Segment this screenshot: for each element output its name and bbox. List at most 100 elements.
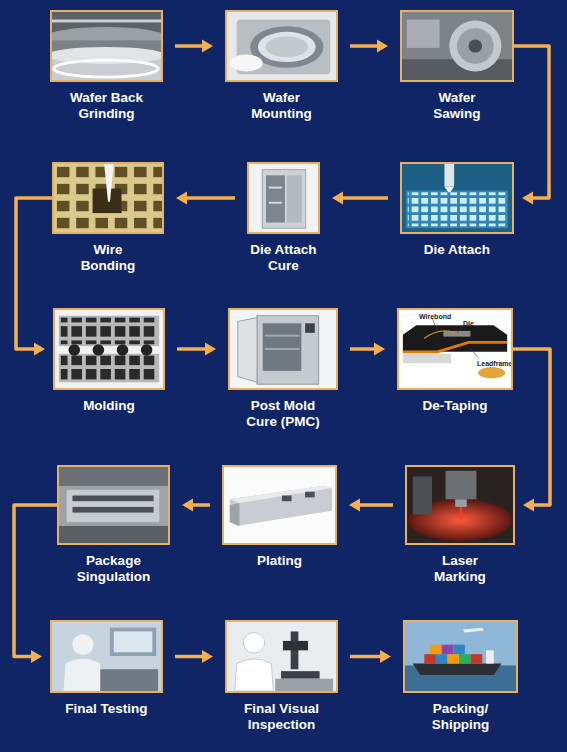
image-frame — [57, 465, 170, 545]
illustration-detail — [59, 354, 159, 383]
de-taping-illustration — [399, 310, 511, 388]
arrow-head — [380, 650, 391, 663]
illustration-detail — [52, 12, 161, 80]
plating-illustration — [224, 467, 335, 543]
arrow-head — [377, 40, 388, 53]
illustration-detail — [265, 348, 300, 350]
illustration-detail — [230, 486, 332, 526]
illustration-detail — [227, 622, 336, 691]
illustration-detail — [469, 346, 479, 357]
illustration-detail — [457, 28, 494, 64]
sawing-illustration — [402, 12, 512, 80]
arrow-line — [358, 503, 393, 507]
flow-arrow — [175, 40, 213, 53]
illustration-detail — [265, 335, 300, 337]
flow-arrow — [332, 192, 388, 205]
image-frame — [53, 308, 165, 390]
illustration-detail — [61, 356, 157, 381]
step-caption: Package Singulation — [64, 553, 164, 585]
illustration-detail — [262, 170, 305, 229]
visual-inspection-illustration — [227, 622, 336, 691]
singulation-illustration — [59, 467, 168, 543]
illustration-detail — [230, 486, 332, 503]
illustration-detail — [61, 318, 157, 345]
illustration-detail — [59, 467, 168, 543]
illustration-detail — [424, 331, 455, 339]
flow-arrow — [349, 499, 393, 512]
illustration-detail — [430, 645, 442, 654]
image-frame — [400, 162, 514, 234]
arrow-line — [185, 196, 235, 200]
arrow-line — [513, 349, 550, 505]
arrow-head — [202, 650, 213, 663]
illustration-detail — [117, 344, 129, 355]
arrow-line — [350, 655, 382, 659]
image-frame — [222, 465, 337, 545]
arrow-line — [175, 655, 204, 659]
illustration-detail — [413, 477, 432, 515]
illustration-detail — [460, 507, 462, 520]
illustration-detail — [424, 654, 436, 663]
illustration-detail — [469, 39, 483, 52]
illustration-detail — [59, 316, 159, 346]
illustration-detail — [442, 645, 454, 654]
cure-oven-illustration — [249, 164, 318, 232]
process-step: Plating — [222, 465, 337, 545]
illustration-detail — [406, 190, 508, 228]
illustration-detail — [282, 496, 292, 502]
image-frame — [225, 10, 338, 82]
illustration-detail — [54, 60, 158, 77]
illustration-detail — [110, 628, 156, 656]
illustration-detail — [402, 164, 512, 232]
step-caption: Wire Bonding — [68, 242, 148, 274]
step-caption: Final Visual Inspection — [232, 701, 332, 733]
step-caption: Die Attach Cure — [239, 242, 329, 274]
process-step: Wafer Mounting — [225, 10, 338, 82]
arrow-line — [341, 196, 388, 200]
illustration-detail — [230, 55, 263, 72]
step-caption: Molding — [44, 398, 174, 414]
wire-bonding-illustration — [54, 164, 162, 232]
illustration-detail — [249, 164, 318, 232]
illustration-detail — [93, 344, 105, 355]
image-frame — [52, 162, 164, 234]
illustration-detail — [114, 631, 153, 652]
illustration-detail — [275, 679, 333, 691]
arrow-head — [202, 40, 213, 53]
laser-marking-illustration — [407, 467, 513, 543]
illustration-detail — [55, 310, 163, 388]
illustration-detail — [407, 467, 513, 543]
arrow-head — [522, 192, 533, 205]
illustration-detail — [405, 622, 516, 691]
part-label: Leadframe — [477, 360, 512, 367]
flow-arrow — [182, 499, 210, 512]
process-step: Wire Bonding — [52, 162, 164, 234]
process-step: Die Attach — [400, 162, 514, 234]
step-caption: De-Taping — [390, 398, 520, 414]
step-caption: Packing/ Shipping — [421, 701, 501, 733]
illustration-detail — [457, 327, 463, 333]
arrow-head — [176, 192, 187, 205]
pmc-oven-illustration — [230, 310, 336, 388]
arrow-head — [374, 343, 385, 356]
illustration-detail — [399, 310, 511, 388]
step-caption: Post Mold Cure (PMC) — [236, 398, 331, 430]
mounting-illustration — [227, 12, 336, 80]
image-frame — [403, 620, 518, 693]
flow-arrow — [350, 40, 388, 53]
step-caption: Plating — [215, 553, 345, 569]
arrow-line — [175, 44, 204, 48]
illustration-detail — [269, 202, 282, 204]
process-step: Laser Marking — [405, 465, 515, 545]
illustration-detail — [408, 192, 506, 226]
arrow-head — [332, 192, 343, 205]
flow-arrow — [16, 198, 52, 356]
illustration-detail — [72, 634, 93, 655]
illustration-detail — [407, 20, 440, 48]
process-step: Post Mold Cure (PMC) — [228, 308, 338, 390]
illustration-detail — [64, 659, 103, 691]
illustration-detail — [463, 628, 484, 633]
image-frame — [247, 162, 320, 234]
illustration-detail — [443, 331, 470, 337]
